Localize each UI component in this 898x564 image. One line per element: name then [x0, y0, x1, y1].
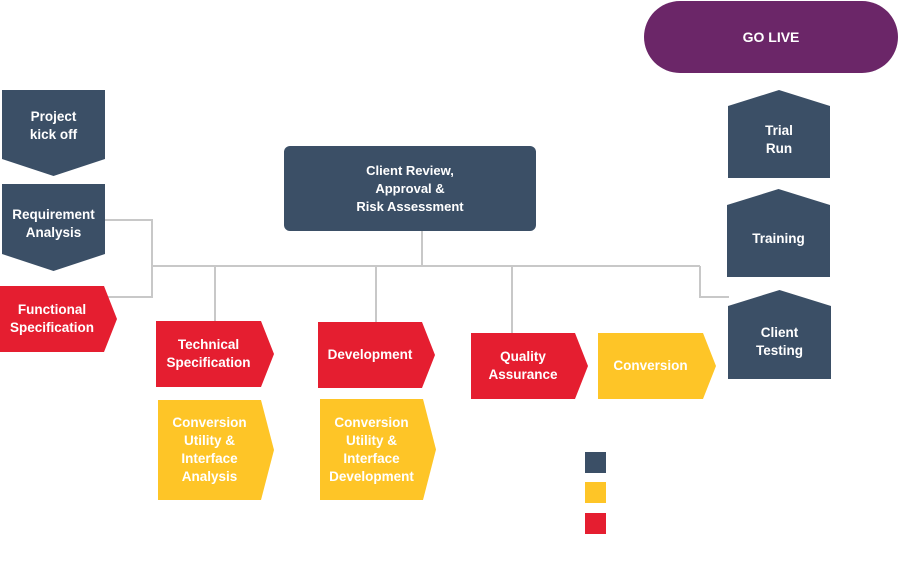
project-kickoff-label: Project kick off: [29, 109, 78, 142]
functional-specification-shape: Functional Specification: [0, 286, 117, 352]
development-shape: Development: [318, 322, 435, 388]
conversion-utility-analysis-shape: Conversion Utility & Interface Analysis: [158, 400, 274, 500]
trial-run-label: Trial Run: [765, 123, 793, 156]
client-review-label: Client Review, Approval & Risk Assessmen…: [356, 162, 464, 214]
conversion-label: Conversion: [613, 358, 688, 373]
conversion-utility-development-label: Conversion Utility & Interface Developme…: [329, 414, 414, 484]
conversion-utility-analysis-label: Conversion Utility & Interface Analysis: [172, 415, 247, 484]
technical-specification-shape: Technical Specification: [156, 321, 274, 387]
training-label: Training: [752, 231, 805, 246]
quality-assurance-shape: Quality Assurance: [471, 333, 588, 399]
go-live-pill: GO LIVE: [644, 0, 898, 74]
requirement-analysis-label: Requirement Analysis: [12, 207, 95, 240]
client-review-box: Client Review, Approval & Risk Assessmen…: [284, 146, 536, 231]
requirement-analysis-shape: Requirement Analysis: [2, 184, 105, 271]
legend-navy-swatch: [585, 452, 606, 473]
conversion-shape: Conversion: [598, 333, 716, 399]
project-kickoff-shape: Project kick off: [2, 90, 105, 176]
functional-specification-label: Functional Specification: [9, 302, 95, 335]
training-shape: Training: [727, 189, 830, 277]
go-live-label: GO LIVE: [742, 29, 800, 45]
legend-yellow-swatch: [585, 482, 606, 503]
client-testing-label: Client Testing: [756, 324, 803, 358]
development-label: Development: [327, 347, 413, 362]
conversion-utility-development-shape: Conversion Utility & Interface Developme…: [320, 399, 436, 500]
legend-red-swatch: [585, 513, 606, 534]
quality-assurance-label: Quality Assurance: [488, 349, 558, 382]
technical-specification-label: Technical Specification: [166, 337, 251, 370]
trial-run-shape: Trial Run: [728, 90, 830, 178]
client-testing-shape: Client Testing: [728, 290, 831, 379]
